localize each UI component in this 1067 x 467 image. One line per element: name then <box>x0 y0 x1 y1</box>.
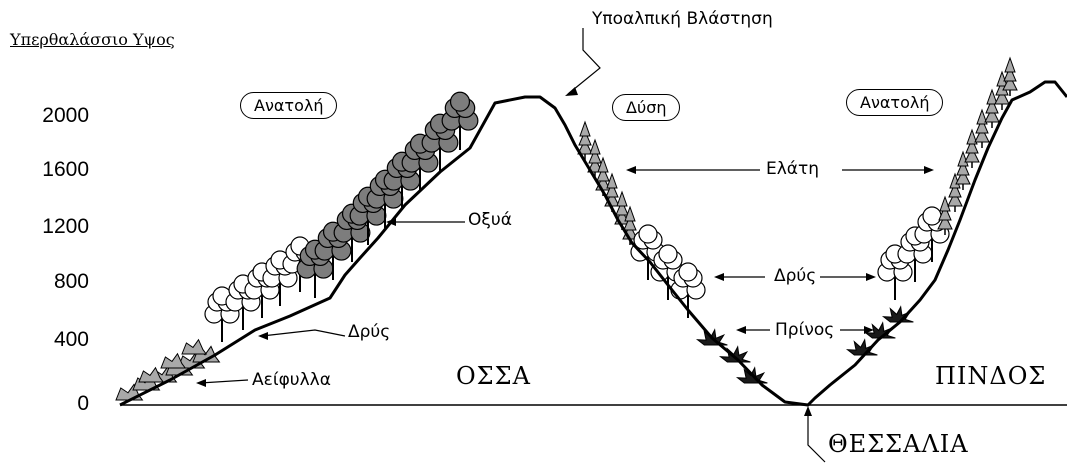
y-tick-1200: 1200 <box>42 215 89 238</box>
fir-tree-tier <box>947 190 963 207</box>
fir-tree-tier <box>615 199 629 216</box>
fir-tree-tier <box>964 146 980 163</box>
fir-tree-tier <box>1003 65 1017 82</box>
subalpine-arrowhead <box>565 87 578 96</box>
oak-tree-crown <box>678 262 698 282</box>
oak-right-arrowhead-right <box>866 273 876 281</box>
fir-arrowhead-left <box>626 166 636 174</box>
y-tick-2000: 2000 <box>42 104 89 127</box>
fir-tree-tier <box>956 159 970 176</box>
fir-tree-tier <box>1002 74 1018 91</box>
fir-tree-tier <box>985 97 999 114</box>
label-holly-oak: Πρίνος <box>775 320 835 340</box>
holly-arrowhead-left <box>736 326 746 334</box>
oak-left-arrowhead <box>258 332 268 340</box>
fir-tree-tier <box>937 213 953 230</box>
thessaly-leader <box>807 412 826 463</box>
fir-tree-tier <box>616 190 628 207</box>
fir-tree-tier <box>597 156 609 173</box>
fir-tree-tier <box>577 138 593 155</box>
fir-tree-tier <box>966 128 978 145</box>
region-thessaly: ΘΕΣΣΑΛΙΑ <box>828 430 969 458</box>
beech-arrowhead <box>386 218 396 226</box>
holly-oak-shrub <box>881 305 914 323</box>
y-tick-800: 800 <box>53 270 89 293</box>
thessaly-arrowhead <box>804 406 812 416</box>
oak-tree-crown <box>658 244 678 264</box>
y-tick-400: 400 <box>53 328 89 351</box>
evergreen-leader <box>199 379 249 384</box>
region-ossa: ΟΣΣΑ <box>456 362 531 390</box>
subalpine-leader <box>567 28 601 95</box>
label-subalpine: Υποαλπική Βλάστηση <box>592 9 773 29</box>
fir-tree-tier <box>975 117 989 134</box>
arrowheads <box>196 87 934 416</box>
beech-tree-crown <box>449 91 471 112</box>
fir-tree-tier <box>986 88 998 105</box>
region-pindos: ΠΙΝΔΟΣ <box>935 362 1047 390</box>
fir-tree-tier <box>948 181 962 198</box>
label-beech: Οξυά <box>468 210 512 230</box>
fir-tree-tier <box>984 106 1000 123</box>
fir-arrowhead-right <box>924 166 934 174</box>
fir-tree-tier <box>994 88 1010 105</box>
terrain-profile-line <box>119 80 1067 407</box>
fir-tree-tier <box>938 204 952 221</box>
fir-tree-tier <box>587 156 603 173</box>
fir-tree-tier <box>955 168 971 185</box>
oak-tree-crown <box>638 224 658 244</box>
fir-tree-tier <box>596 165 610 182</box>
fir-tree-tier <box>976 108 988 125</box>
holly-arrowhead-right <box>864 326 874 334</box>
oak-tree-crown <box>922 206 942 226</box>
evergreen-shrub <box>181 338 208 355</box>
fir-tree-tier <box>589 138 601 155</box>
badge-east-left: Ανατολή <box>240 92 338 119</box>
vegetation-layer <box>115 56 1018 401</box>
y-axis-title: Υπερθαλάσσιο Υψος <box>10 30 175 49</box>
fir-tree-tier <box>623 214 637 231</box>
oak-left-leader <box>261 329 346 337</box>
y-tick-1600: 1600 <box>42 158 89 181</box>
oak-right-arrowhead-left <box>714 273 724 281</box>
fir-tree-tier <box>605 181 619 198</box>
y-tick-0: 0 <box>77 392 89 415</box>
evergreen-shrub <box>160 352 187 369</box>
fir-tree-tier <box>624 205 636 222</box>
fir-tree-tier <box>939 195 951 212</box>
fir-tree-tier <box>588 147 602 164</box>
holly-oak-shrub <box>845 338 878 356</box>
holly-oak-shrub <box>863 321 896 339</box>
badge-west: Δύση <box>612 94 681 121</box>
fir-tree-tier <box>974 126 990 143</box>
fir-tree-tier <box>606 172 618 189</box>
badge-east-right: Ανατολή <box>846 89 944 116</box>
evergreen-arrowhead <box>196 379 206 387</box>
fir-tree-tier <box>579 120 591 137</box>
label-fir: Ελάτη <box>766 159 820 179</box>
label-oak-left: Δρύς <box>348 322 391 342</box>
label-oak-right: Δρύς <box>774 266 817 286</box>
fir-tree-tier <box>578 129 592 146</box>
fir-tree-tier <box>1004 56 1016 73</box>
label-evergreen: Αείφυλλα <box>252 370 331 390</box>
fir-tree-tier <box>965 137 979 154</box>
